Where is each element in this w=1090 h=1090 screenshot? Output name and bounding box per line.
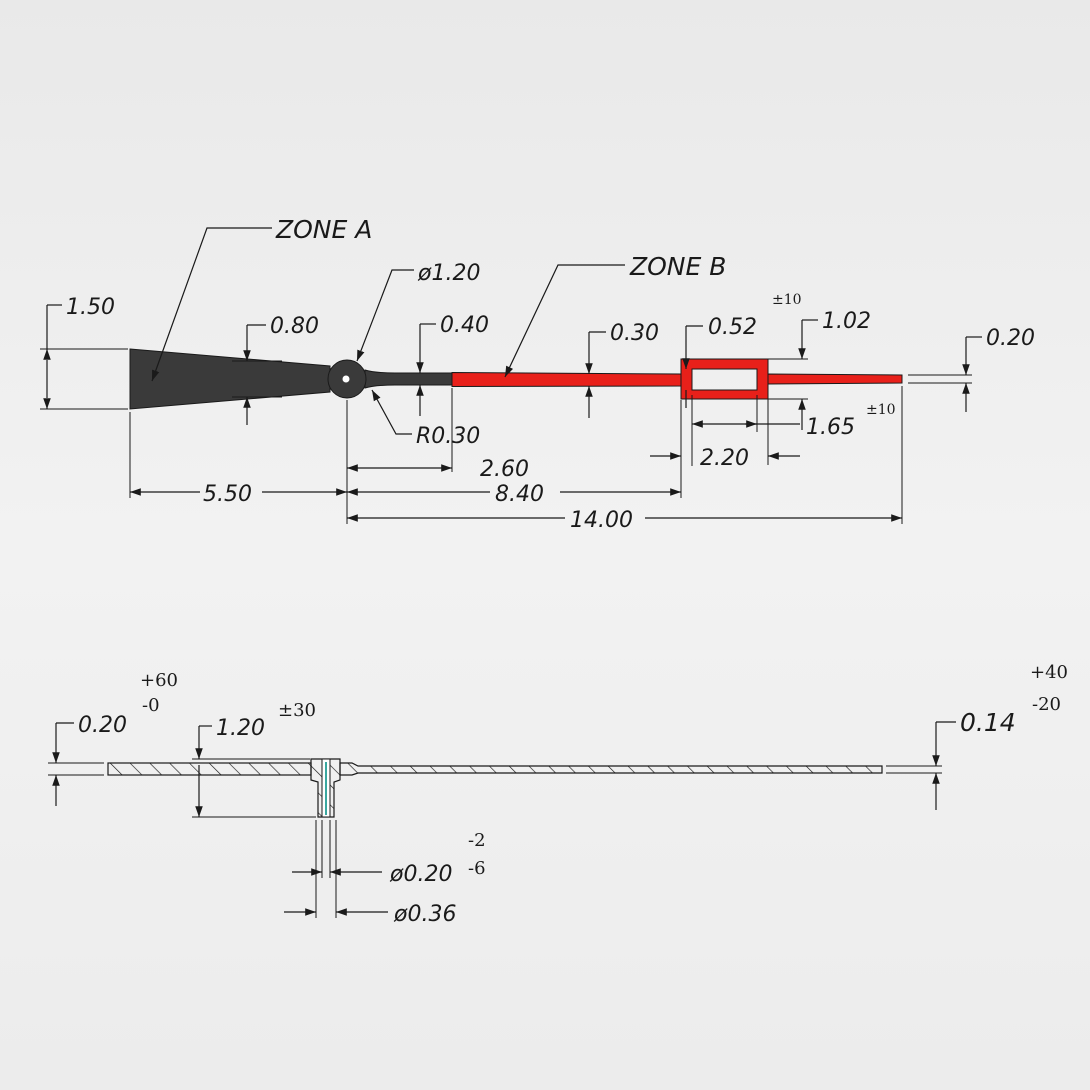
side-tol-dia-0-20-plus: -2 (468, 830, 486, 851)
tol-1-02: ±10 (772, 292, 802, 308)
dim-0-40: 0.40 (440, 313, 489, 338)
tol-1-65: ±10 (866, 402, 896, 418)
dim-2-20: 2.20 (700, 446, 749, 471)
dim-2-60: 2.60 (480, 457, 529, 482)
dim-14-00: 14.00 (570, 508, 633, 533)
side-tol-0-20-minus: -0 (142, 695, 160, 716)
side-dim-1-20: 1.20 (216, 716, 265, 741)
zone-b-label: ZONE B (629, 252, 726, 281)
side-tol-dia-0-20-minus: -6 (468, 858, 486, 879)
dim-dia-1-20: ø1.20 (417, 261, 480, 286)
side-dim-0-14: 0.14 (960, 708, 1016, 737)
dim-5-50: 5.50 (203, 482, 252, 507)
side-profile (107, 758, 883, 818)
side-tol-0-14-plus: +40 (1030, 662, 1068, 683)
zone-a-body (129, 348, 453, 410)
arbor-hole (342, 375, 350, 383)
dim-8-40: 8.40 (495, 482, 544, 507)
dim-1-65: 1.65 (806, 415, 855, 440)
zone-b-body (451, 358, 903, 400)
dim-0-20-tip: 0.20 (986, 326, 1035, 351)
side-dim-dia-0-36: ø0.36 (393, 902, 456, 927)
side-dim-dia-0-20: ø0.20 (389, 862, 452, 887)
dim-1-02: 1.02 (822, 309, 871, 334)
dim-0-80: 0.80 (270, 314, 319, 339)
side-tol-0-14-minus: -20 (1032, 694, 1061, 715)
dim-r-0-30: R0.30 (416, 424, 480, 449)
side-tol-0-20-plus: +60 (140, 670, 178, 691)
zone-a-label: ZONE A (275, 215, 372, 244)
top-view: ZONE A ZONE B 1.50 0.80 ø1.20 0.40 0.30 (40, 215, 1035, 533)
side-dim-0-20: 0.20 (78, 713, 127, 738)
side-tol-1-20: ±30 (278, 700, 316, 721)
dim-0-30: 0.30 (610, 321, 659, 346)
dim-1-50: 1.50 (66, 295, 115, 320)
dim-0-52: 0.52 (708, 315, 757, 340)
side-view: 0.20 +60 -0 1.20 ±30 0.14 +40 -20 ø0.20 … (48, 662, 1068, 927)
